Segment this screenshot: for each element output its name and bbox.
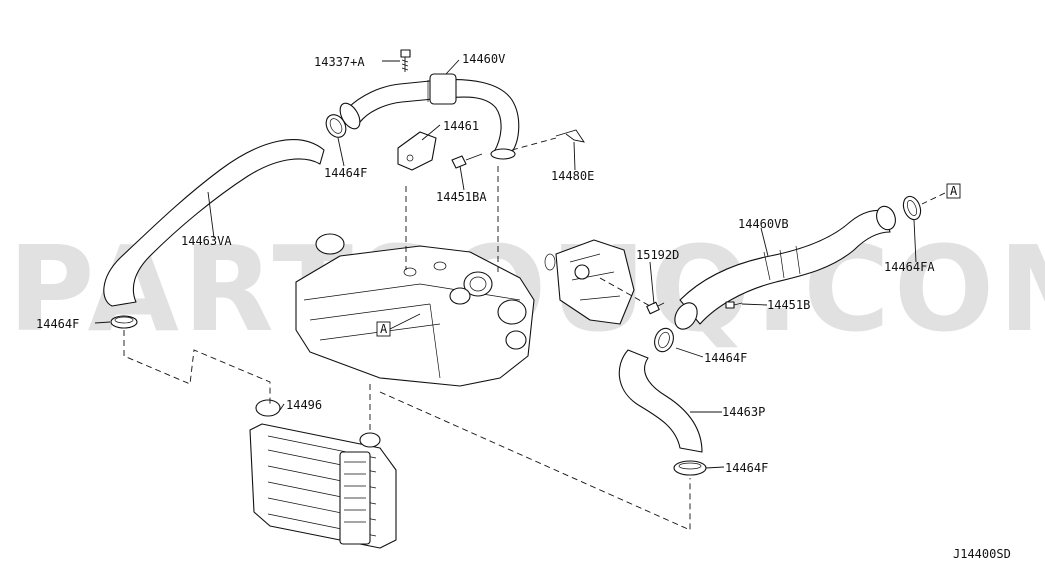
bolt-14337a[interactable] <box>400 49 411 72</box>
clip-14480e[interactable] <box>555 129 585 143</box>
hose-clamp-14464f-left[interactable] <box>110 315 138 329</box>
label-14463va: 14463VA <box>181 234 232 248</box>
label-14451b: 14451B <box>767 298 810 312</box>
label-14337a: 14337+A <box>314 55 365 69</box>
hose-clamp-14464f-mid[interactable] <box>651 326 676 355</box>
label-14460v: 14460V <box>462 52 505 66</box>
hose-clamp-14464fa[interactable] <box>900 194 923 222</box>
bracket-assembly-15192d-area <box>544 239 635 325</box>
label-14464f-bottom: 14464F <box>725 461 768 475</box>
intercooler-14496[interactable] <box>249 399 397 549</box>
label-14451ba: 14451BA <box>436 190 487 204</box>
label-14464f-left: 14464F <box>36 317 79 331</box>
reference-box-a-center: A <box>376 313 421 337</box>
hose-clamp-14464f-bottom[interactable] <box>673 460 707 476</box>
bolt-14451ba[interactable] <box>451 153 483 169</box>
air-duct-14460vb[interactable] <box>670 204 898 333</box>
air-duct-14460v[interactable] <box>336 73 520 160</box>
label-14461: 14461 <box>443 119 479 133</box>
label-14496: 14496 <box>286 398 322 412</box>
sensor-15192d[interactable] <box>646 301 665 315</box>
hose-14463va[interactable] <box>103 139 325 307</box>
label-14464fa: 14464FA <box>884 260 935 274</box>
bracket-14461[interactable] <box>397 131 437 171</box>
connection-lines <box>123 137 691 531</box>
reference-letter-right: A <box>950 184 958 198</box>
bolt-14451b[interactable] <box>725 301 743 309</box>
label-14460vb: 14460VB <box>738 217 789 231</box>
label-14464f-mid: 14464F <box>704 351 747 365</box>
label-14463p: 14463P <box>722 405 765 419</box>
label-14480e: 14480E <box>551 169 594 183</box>
leader-lines <box>94 59 917 469</box>
hose-14463p[interactable] <box>618 349 703 453</box>
reference-box-a-right: A <box>921 183 961 205</box>
reference-letter: A <box>380 322 388 336</box>
label-15192d: 15192D <box>636 248 679 262</box>
hose-clamp-14464f-top[interactable] <box>322 111 350 141</box>
label-14464f-top: 14464F <box>324 166 367 180</box>
diagram-code: J14400SD <box>953 547 1011 561</box>
